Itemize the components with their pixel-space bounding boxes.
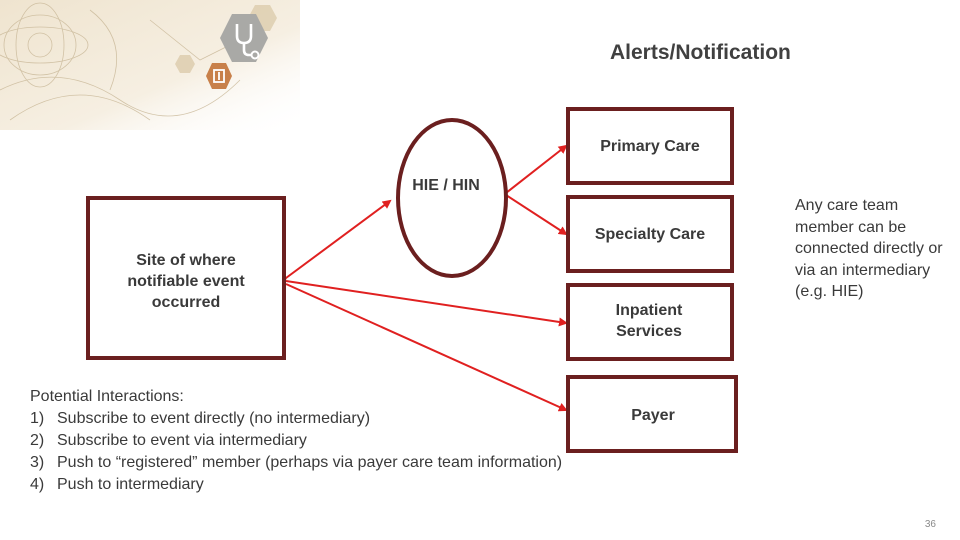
list-item-text: Subscribe to event via intermediary <box>57 432 307 449</box>
arrow-hie-to-specialty-care <box>505 194 568 236</box>
hie-hin-label: HIE / HIN <box>412 177 480 194</box>
list-item-text: Push to intermediary <box>57 476 204 493</box>
specialty-care-label: Specialty Care <box>594 225 706 243</box>
page-number: 36 <box>924 519 936 530</box>
inpatient-services-box: Inpatient Services <box>566 283 734 361</box>
specialty-care-box: Specialty Care <box>566 195 734 273</box>
list-item: 2) Subscribe to event via intermediary <box>30 430 670 452</box>
list-item-text: Subscribe to event directly (no intermed… <box>57 410 371 427</box>
list-item-text: Push to “registered” member (perhaps via… <box>57 454 563 471</box>
list-item-number: 2) <box>30 432 45 449</box>
stethoscope-icon <box>220 14 268 62</box>
arrow-site-to-inpatient <box>285 280 568 327</box>
primary-care-label: Primary Care <box>600 137 700 155</box>
site-event-box: Site of where notifiable event occurred <box>86 196 286 360</box>
list-item-number: 1) <box>30 410 45 427</box>
interactions-heading: Potential Interactions: <box>30 388 184 405</box>
list-item-number: 3) <box>30 454 45 471</box>
side-note: Any care team member can be connected di… <box>795 197 943 300</box>
list-item-number: 4) <box>30 476 45 493</box>
site-event-label: Site of where notifiable event occurred <box>127 252 245 311</box>
arrow-hie-to-primary-care <box>497 144 568 201</box>
interactions-list: 1) Subscribe to event directly (no interm… <box>30 408 670 496</box>
arrow-site-to-hie <box>277 199 392 286</box>
list-item: 4) Push to intermediary <box>30 474 670 496</box>
inpatient-services-label: Inpatient Services <box>615 302 683 340</box>
medical-chart-icon <box>206 63 232 89</box>
hie-hin-ellipse <box>396 118 508 278</box>
potential-interactions: Potential Interactions: 1) Subscribe to e… <box>30 386 670 496</box>
payer-label: Payer <box>631 407 675 424</box>
primary-care-box: Primary Care <box>566 107 734 185</box>
page-title: Alerts/Notification <box>610 41 791 64</box>
arrow-site-to-payer <box>285 283 568 412</box>
list-item: 3) Push to “registered” member (perhaps v… <box>30 452 670 474</box>
payer-box: Payer <box>566 375 738 453</box>
list-item: 1) Subscribe to event directly (no interm… <box>30 408 670 430</box>
